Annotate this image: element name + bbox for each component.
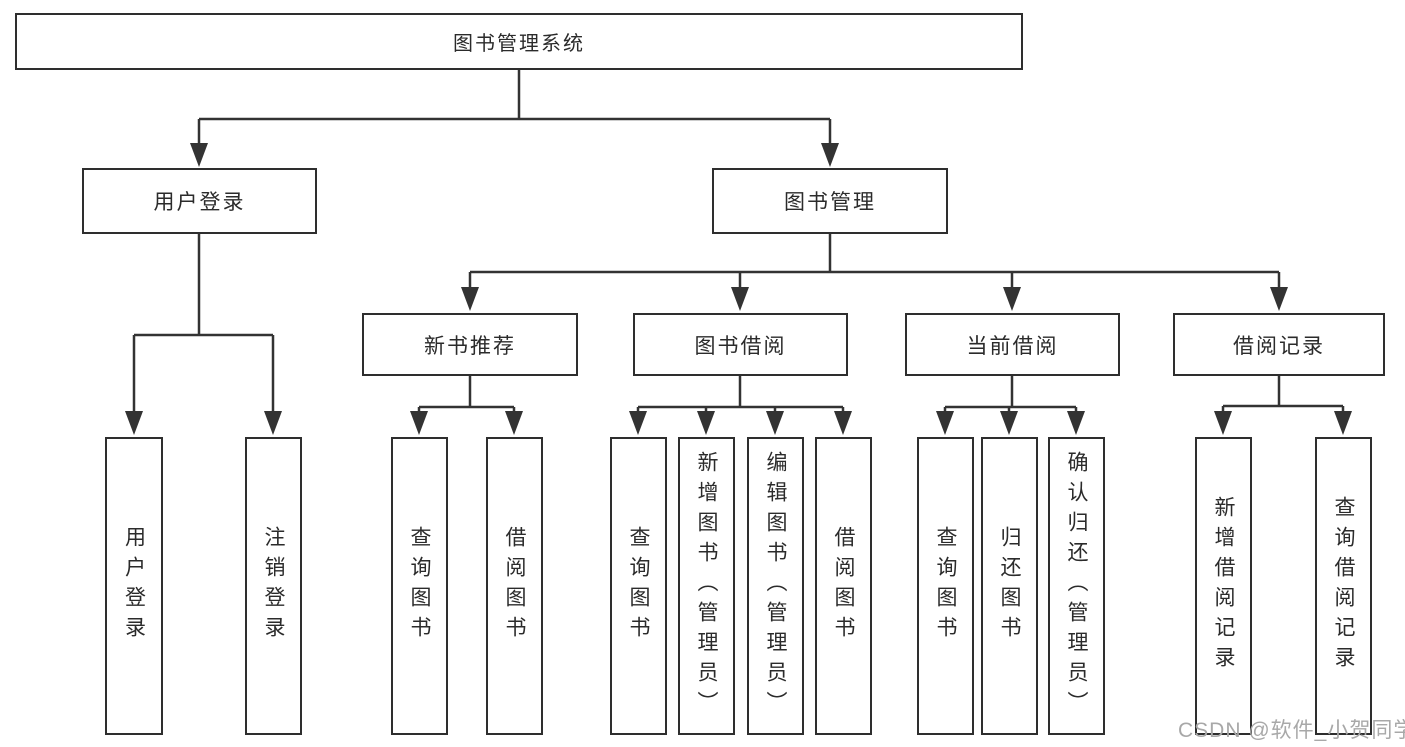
node-new-book-recommend: 新书推荐 [362,313,578,376]
node-label: 用户登录 [153,191,246,214]
node-label: 新增图书（管理员） [695,451,718,721]
node-current-borrow: 当前借阅 [905,313,1120,376]
node-label: 查询图书 [627,526,650,646]
leaf-query-books: 查询图书 [917,437,974,735]
node-borrow-records: 借阅记录 [1173,313,1385,376]
leaf-query-books: 查询图书 [610,437,667,735]
leaf-add-books-admin: 新增图书（管理员） [678,437,735,735]
arrowheads [125,143,1352,435]
leaf-query-borrow-record: 查询借阅记录 [1315,437,1372,735]
node-user-login: 用户登录 [82,168,317,234]
node-label: 查询图书 [408,526,431,646]
node-label: 图书管理 [784,191,876,214]
leaf-return-books: 归还图书 [981,437,1038,735]
node-label: 图书管理系统 [453,33,585,55]
node-label: 用户登录 [122,526,146,646]
node-label: 查询借阅记录 [1332,496,1355,676]
node-label: 新书推荐 [424,334,516,358]
leaf-logout: 注销登录 [245,437,302,735]
node-label: 借阅记录 [1233,334,1325,358]
node-library-system: 图书管理系统 [15,13,1023,70]
node-book-borrow: 图书借阅 [633,313,848,376]
node-label: 注销登录 [262,526,285,646]
leaf-query-books: 查询图书 [391,437,448,735]
node-label: 归还图书 [998,526,1021,646]
node-label: 当前借阅 [966,334,1059,358]
node-label: 查询图书 [934,526,957,646]
leaf-edit-books-admin: 编辑图书（管理员） [747,437,804,735]
node-label: 新增借阅记录 [1212,496,1235,676]
leaf-borrow-books: 借阅图书 [486,437,543,735]
node-label: 借阅图书 [503,526,526,646]
node-label: 编辑图书（管理员） [764,451,787,721]
node-book-management: 图书管理 [712,168,948,234]
node-label: 图书借阅 [694,334,787,358]
node-label: 确认归还（管理员） [1065,451,1088,721]
leaf-borrow-books: 借阅图书 [815,437,872,735]
leaf-confirm-return-admin: 确认归还（管理员） [1048,437,1105,735]
leaf-user-login: 用户登录 [105,437,163,735]
csdn-watermark: CSDN @软件_小贺同学 [1178,719,1405,742]
leaf-add-borrow-record: 新增借阅记录 [1195,437,1252,735]
node-label: 借阅图书 [832,526,855,646]
